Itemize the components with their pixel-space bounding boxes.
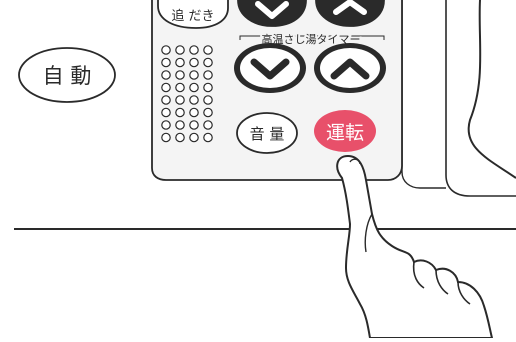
chevron-down-icon — [255, 1, 289, 19]
timer-caption: 高温さし湯タイマー — [262, 32, 361, 46]
speaker-hole — [175, 107, 185, 118]
timer-caption-group: 高温さし湯タイマー — [239, 30, 385, 48]
speaker-hole — [189, 57, 199, 68]
speaker-hole — [189, 132, 199, 143]
timer-down-button[interactable] — [234, 43, 306, 93]
speaker-hole — [203, 82, 213, 93]
run-button[interactable]: 運転 — [314, 110, 376, 152]
wall-edge-right-2 — [445, 0, 516, 197]
speaker-hole — [175, 82, 185, 93]
speaker-hole — [161, 57, 171, 68]
speaker-hole — [175, 70, 185, 80]
timer-up-button[interactable] — [314, 43, 386, 93]
speaker-hole — [175, 120, 185, 130]
speaker-hole — [161, 120, 171, 130]
speaker-hole — [203, 120, 213, 130]
speaker-hole — [203, 57, 213, 68]
panel-shadow — [401, 0, 446, 189]
reheat-button-label: 追 だき — [171, 8, 214, 24]
speaker-hole — [161, 70, 171, 80]
speaker-hole — [175, 57, 185, 68]
speaker-hole — [161, 45, 171, 55]
speaker-hole — [161, 132, 171, 143]
speaker-hole — [175, 45, 185, 55]
speaker-hole — [203, 70, 213, 80]
volume-button[interactable]: 音 量 — [236, 112, 298, 154]
speaker-grille — [161, 45, 213, 143]
speaker-hole — [203, 107, 213, 118]
speaker-hole — [203, 95, 213, 105]
speaker-hole — [161, 95, 171, 105]
speaker-hole — [189, 45, 199, 55]
speaker-hole — [189, 107, 199, 118]
auto-button[interactable]: 自 動 — [18, 47, 116, 103]
pointing-hand-icon — [336, 154, 494, 339]
speaker-hole — [175, 95, 185, 105]
volume-button-label: 音 量 — [250, 125, 285, 143]
auto-button-label: 自 動 — [43, 64, 92, 88]
speaker-hole — [189, 120, 199, 130]
speaker-hole — [189, 82, 199, 93]
speaker-hole — [175, 132, 185, 143]
speaker-hole — [161, 107, 171, 118]
chevron-up-icon — [333, 0, 367, 15]
speaker-hole — [189, 70, 199, 80]
chevron-down-icon — [250, 58, 290, 80]
speaker-hole — [203, 45, 213, 55]
speaker-hole — [189, 95, 199, 105]
timer-down-top-button[interactable] — [315, 0, 385, 27]
reheat-button[interactable]: 追 だき — [157, 0, 229, 29]
timer-up-top-button[interactable] — [237, 0, 307, 27]
wall-edge-right — [467, 0, 516, 179]
chevron-up-icon — [330, 58, 370, 80]
speaker-hole — [161, 82, 171, 93]
run-button-label: 運転 — [326, 122, 364, 144]
speaker-hole — [203, 132, 213, 143]
